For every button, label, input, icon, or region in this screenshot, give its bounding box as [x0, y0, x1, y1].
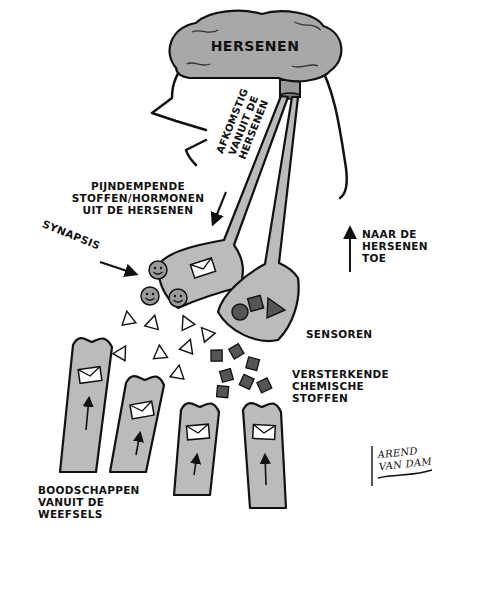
amplifying-chemicals [228, 343, 245, 360]
signal-triangles [152, 344, 167, 358]
signal-triangles [177, 313, 195, 331]
smiley-hormones [149, 261, 167, 279]
receptor-shapes [232, 295, 285, 320]
message-envelope [190, 258, 215, 278]
amplifying-chemicals [256, 377, 272, 393]
amplifying-chemicals [209, 348, 224, 363]
receptor-circle [232, 304, 248, 320]
amplifying-chemicals [219, 368, 233, 382]
dendrite-2 [110, 376, 164, 472]
synapse-pointer [100, 262, 136, 274]
message-envelope [186, 424, 209, 440]
upward-arrow [194, 455, 197, 475]
message-envelope [130, 401, 154, 419]
upward-arrow [86, 398, 266, 485]
signal-triangles [170, 364, 186, 379]
synapse-label: SYNAPSIS [41, 217, 120, 258]
message-envelope [190, 258, 215, 278]
receptor-triangle [267, 298, 285, 318]
signal-triangles [120, 310, 136, 325]
brain-shape: HERSENEN [163, 8, 347, 88]
sensor-label: SENSOREN [306, 328, 396, 340]
tissue-label: BOODSCHAPPEN VANUIT DE WEEFSELS [38, 484, 162, 520]
upward-arrow [265, 455, 266, 485]
signal-triangles [113, 310, 215, 379]
descending-label: AFKOMSTIG VANUIT DE HERSENEN [208, 72, 277, 178]
up-arrow [349, 228, 351, 272]
signal-triangles [179, 337, 197, 354]
amplifying-chemicals [209, 343, 272, 400]
message-envelope [253, 424, 276, 439]
painkiller-label: PIJNDEMPENDE STOFFEN/HORMONEN UIT DE HER… [68, 180, 208, 216]
amplifying-chemicals [244, 355, 261, 372]
amplifying-chemicals [238, 373, 256, 391]
smiley-hormones [141, 287, 159, 305]
receptor-square [248, 295, 264, 311]
upward-arrow [136, 433, 140, 455]
artist-signature: AREND VAN DAM [377, 443, 441, 472]
dendrite-3 [174, 403, 219, 495]
signal-triangles [196, 323, 215, 342]
amplifying-chemicals [215, 384, 231, 400]
smiley-hormones [141, 261, 187, 307]
ascending-label: NAAR DE HERSENEN TOE [362, 228, 448, 264]
upward-arrow [86, 398, 89, 430]
brain-label: HERSENEN [163, 38, 347, 54]
message-envelope [78, 367, 275, 440]
smiley-hormones [169, 289, 187, 307]
dendrite-1 [60, 338, 112, 472]
signature-flourish [371, 446, 372, 486]
back-of-head [318, 62, 347, 198]
tissue-dendrite [60, 338, 286, 508]
signal-triangles [113, 342, 132, 360]
chemical-label: VERSTERKENDE CHEMISCHE STOFFEN [292, 368, 404, 404]
message-envelope [78, 367, 102, 384]
down-arrow [213, 192, 226, 224]
signal-triangles [145, 313, 162, 329]
dendrite-4 [243, 403, 286, 508]
